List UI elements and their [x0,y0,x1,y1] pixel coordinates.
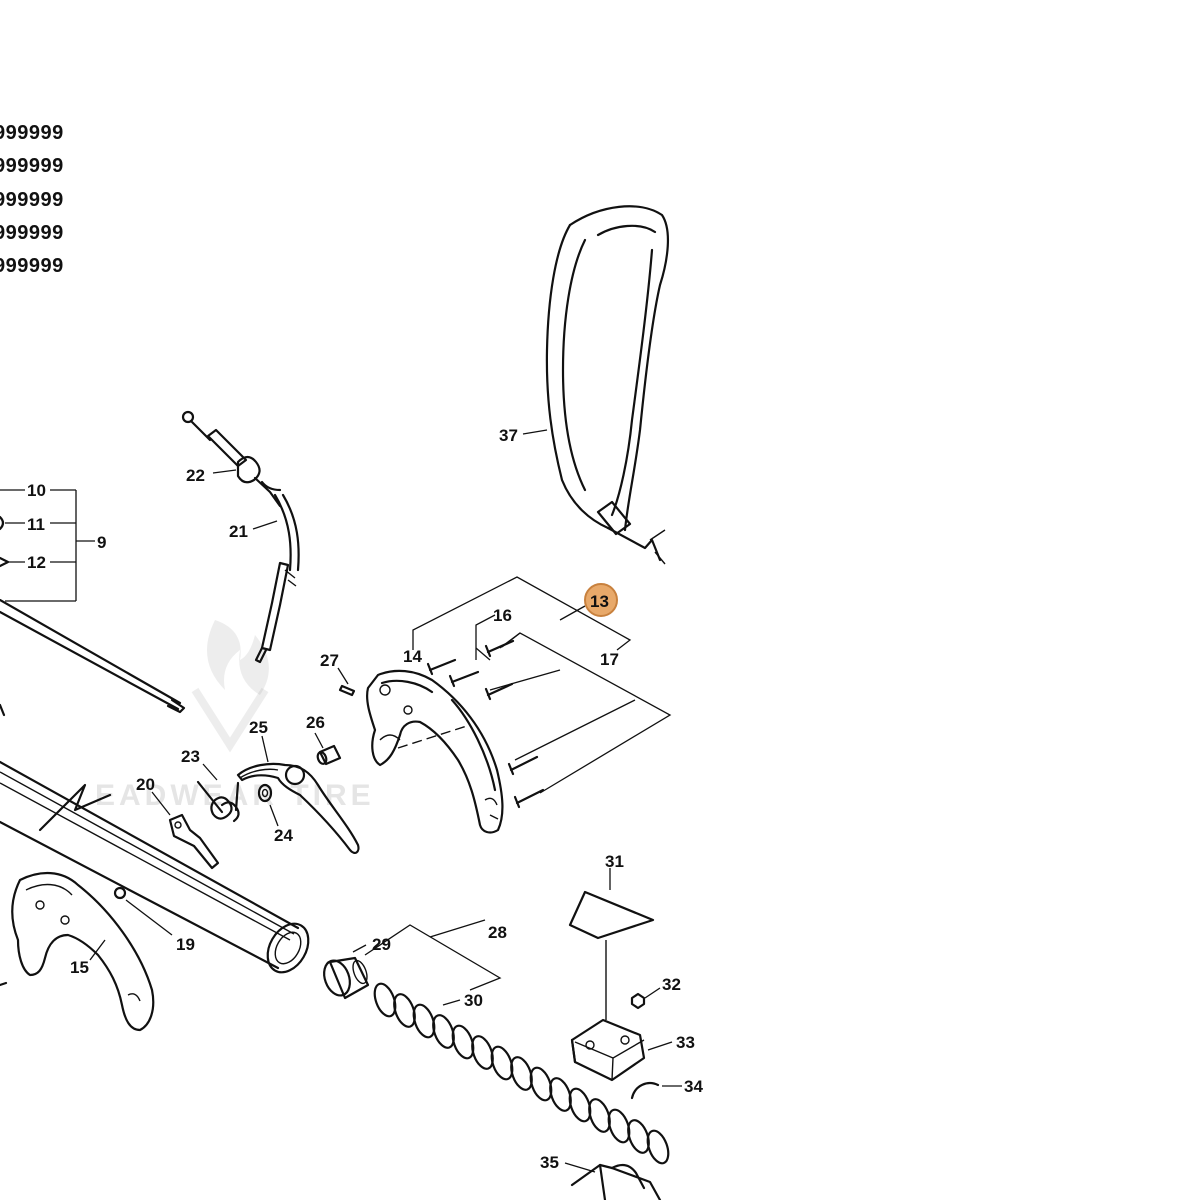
spring-coil [393,993,416,1028]
spring-coil [510,1056,533,1091]
callout-23: 23 [181,747,200,766]
screws [426,639,545,809]
part-29-sleeve [323,956,370,1000]
part-23-torsion-spring [196,780,240,823]
spring-coil [549,1077,572,1112]
callout-19: 19 [176,935,195,954]
callout-12: 12 [27,553,46,572]
part-25-throttle-trigger [236,762,360,854]
part-24-washer [257,783,273,803]
part-34-circlip [630,1081,682,1100]
callout-34: 34 [684,1077,703,1096]
callout-17: 17 [600,650,619,669]
callout-14: 14 [403,647,422,666]
callout-32: 32 [662,975,681,994]
callout-31: 31 [605,852,624,871]
serial-number-3: 999999 [0,189,64,211]
part-27-pin [338,684,356,697]
spring-coil [568,1087,592,1123]
callout-30: 30 [464,991,483,1010]
drive-tube [0,760,310,974]
callout-22: 22 [186,466,205,485]
callout-25: 25 [249,718,268,737]
part-26-roller [316,744,342,766]
serial-number-1: 999999 [0,122,64,144]
callout-35: 35 [540,1153,559,1172]
group-9-bracket [0,489,95,602]
callout-16: 16 [493,606,512,625]
callout-27: 27 [320,651,339,670]
callout-26: 26 [306,713,325,732]
part-33-cap [570,1018,673,1082]
part-19-screw [113,886,173,936]
callout-20: 20 [136,775,155,794]
serial-number-4: 999999 [0,222,64,244]
part-31-label [568,868,655,1020]
callout-21: 21 [229,522,248,541]
spring-coil [646,1129,670,1165]
callout-37: 37 [499,426,518,445]
callout-15: 15 [70,958,89,977]
spring-coil [588,1098,611,1133]
spring-coil [373,982,397,1018]
spring-coil [607,1108,631,1144]
part-30-compression-spring [373,982,670,1165]
callout-33: 33 [676,1033,695,1052]
control-rod [0,598,186,717]
part-14-handle-housing [366,669,504,834]
callout-29: 29 [372,935,391,954]
part-32-nut [630,987,661,1010]
spring-coil [490,1045,514,1081]
spring-coil [432,1014,455,1049]
callout-10: 10 [27,481,46,500]
part-35-clamp [564,1162,662,1200]
group-13-14-16-17-leaders [412,576,672,794]
serial-number-5: 999999 [0,255,64,277]
callout-24: 24 [274,826,293,845]
spring-coil [627,1119,650,1154]
part-20-lockout-lever [168,813,220,870]
group-28-leaders [364,919,502,991]
spring-coil [412,1003,436,1039]
part-15-handle-half [0,871,155,1032]
callout-9: 9 [97,533,106,552]
part-21-22-throttle-cable [181,410,300,664]
callout-13: 13 [590,592,609,611]
serial-number-2: 999999 [0,155,64,177]
spring-coil [451,1024,475,1060]
callout-11: 11 [27,515,45,534]
part-37-shoulder-strap [545,205,670,565]
callout-28: 28 [488,923,507,942]
spring-coil [471,1035,494,1070]
callout-13-highlight[interactable]: 13 [584,583,618,617]
spring-coil [529,1066,553,1102]
